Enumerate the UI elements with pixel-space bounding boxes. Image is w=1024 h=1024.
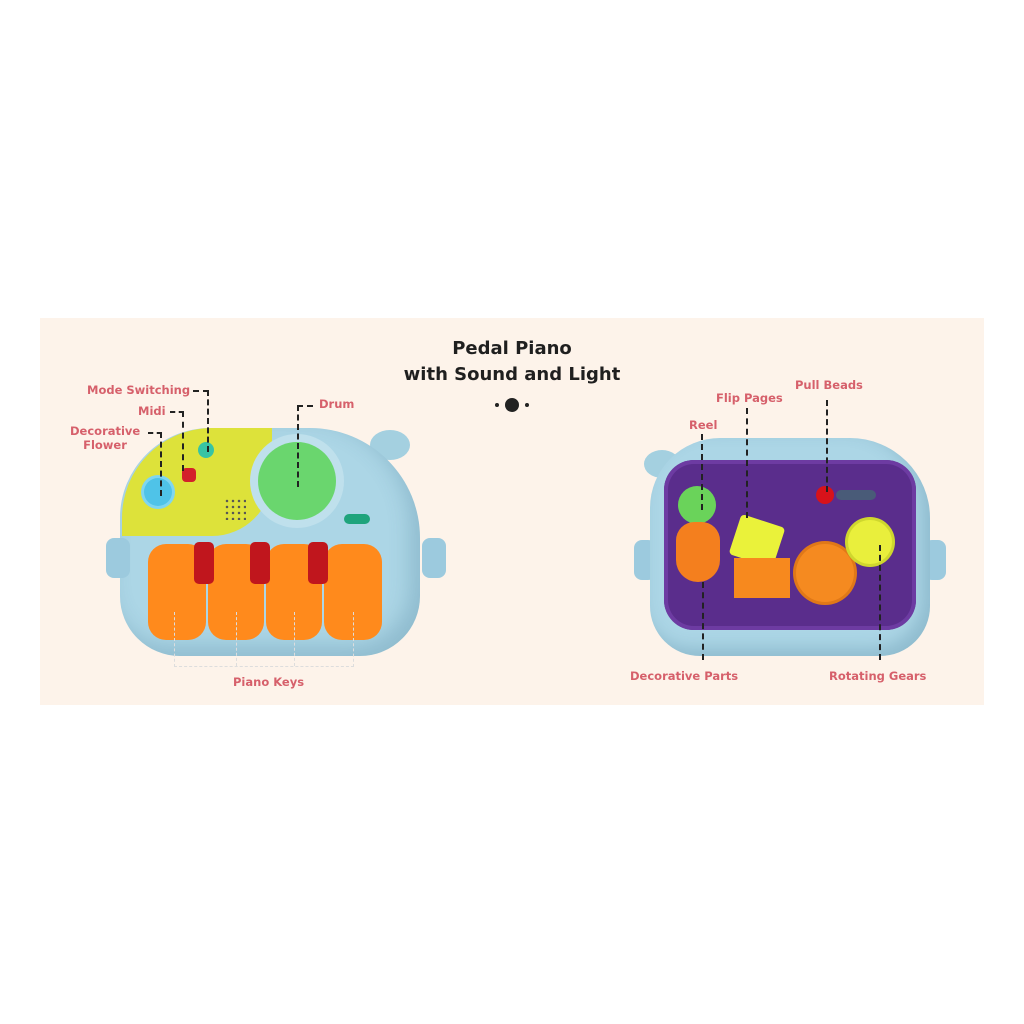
light-switch (344, 514, 370, 524)
piano-key-black-3[interactable] (308, 542, 328, 584)
side-knob-right (422, 538, 446, 578)
leader-line (826, 400, 828, 492)
leader-line (297, 405, 313, 487)
label-decorative-flower: Decorative Flower (70, 424, 140, 452)
leader-line (170, 411, 184, 471)
leader-line (193, 390, 209, 452)
title-line-1: Pedal Piano (452, 338, 572, 359)
piano-toy-front (100, 420, 450, 665)
piano-key-black-1[interactable] (194, 542, 214, 584)
label-midi: Midi (138, 404, 166, 418)
label-reel: Reel (689, 418, 718, 432)
orange-page (734, 558, 790, 598)
speaker-holes (224, 498, 246, 520)
activity-toy-back (630, 430, 950, 660)
piano-key-black-2[interactable] (250, 542, 270, 584)
decorative-pineapple (676, 522, 720, 582)
title-line-2: with Sound and Light (403, 364, 621, 385)
label-flip-pages: Flip Pages (716, 391, 783, 405)
label-rotating-gears: Rotating Gears (829, 669, 927, 683)
leader-line (236, 612, 237, 666)
reel[interactable] (678, 486, 716, 524)
leader-line (702, 582, 704, 660)
label-line: Decorative (70, 424, 141, 438)
side-knob-left (106, 538, 130, 578)
gear-yellow[interactable] (848, 520, 892, 564)
gear-orange[interactable] (796, 544, 854, 602)
leader-line (174, 612, 354, 667)
leader-line (701, 434, 703, 510)
leader-line (746, 408, 748, 518)
label-decorative-parts: Decorative Parts (630, 669, 739, 683)
leader-line (879, 545, 881, 660)
leader-line (294, 612, 295, 666)
label-mode-switching: Mode Switching (87, 383, 191, 397)
label-drum: Drum (319, 397, 355, 411)
bead-track (836, 490, 876, 500)
decorative-flower (144, 478, 172, 506)
label-line: Flower (83, 438, 127, 452)
midi-button (182, 468, 196, 482)
mode-switching-button (198, 442, 214, 458)
label-piano-keys: Piano Keys (233, 675, 305, 689)
title-dots-decoration (495, 398, 531, 412)
pull-bead[interactable] (816, 486, 834, 504)
leader-line (148, 432, 162, 496)
label-pull-beads: Pull Beads (795, 378, 863, 392)
